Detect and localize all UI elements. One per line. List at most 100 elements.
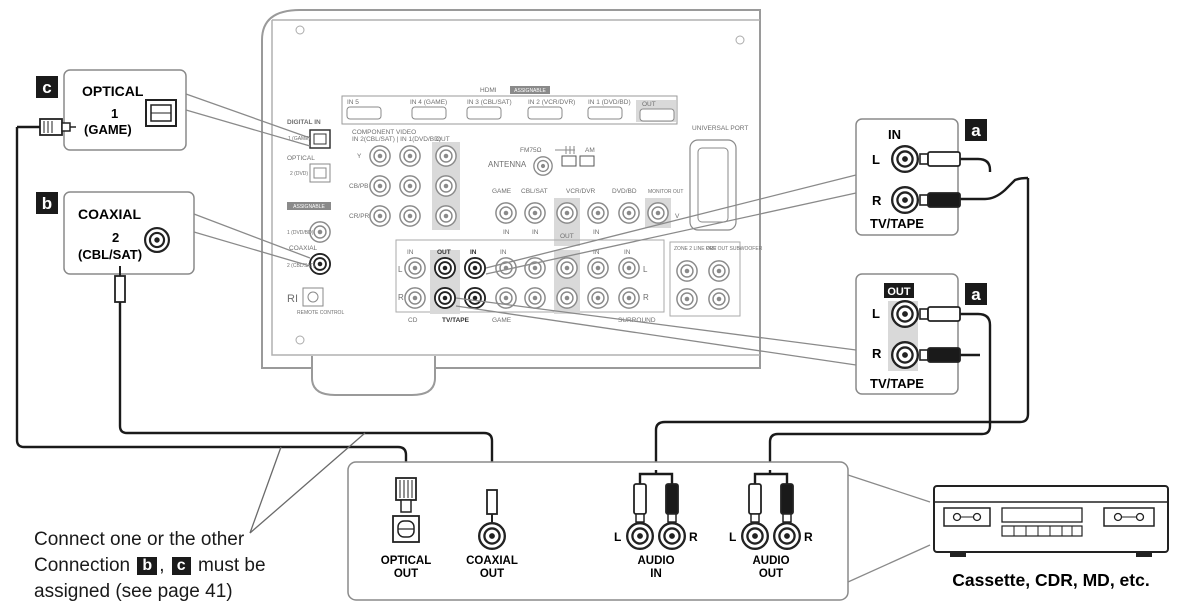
in-callout-left: L	[872, 152, 880, 167]
out-callout-right: R	[872, 346, 882, 361]
video-vcrdvr-label: VCR/DVR	[566, 188, 596, 195]
video-v-label: V	[675, 213, 680, 220]
note-badge-c: c	[171, 557, 191, 575]
audio-out-left: L	[729, 530, 736, 544]
component-cr-label: CR/PR	[349, 213, 370, 220]
am-label: AM	[585, 147, 595, 154]
hdmi-in1-label: IN 1 (DVD/BD)	[588, 99, 631, 106]
recorder-rear-panel: OPTICAL OUT COAXIAL OUT L R AUDIO IN	[347, 461, 931, 601]
digital-in-label: DIGITAL IN	[287, 119, 321, 126]
audio-surround-label: SURROUND	[618, 317, 656, 324]
optical-callout: OPTICAL 1 (GAME)	[63, 69, 187, 151]
component-y-label: Y	[357, 153, 362, 160]
cables	[15, 127, 1030, 490]
digital-game-label: 1 (GAME)	[288, 136, 311, 142]
audio-game-label: GAME	[492, 317, 512, 324]
coaxial-label: COAXIAL	[289, 245, 318, 252]
remote-control-label: REMOTE CONTROL	[297, 310, 344, 316]
audio-l-label-right: L	[643, 265, 648, 274]
coaxial-callout-title: COAXIAL	[78, 206, 141, 222]
component-inputs-label: IN 2(CBL/SAT) | IN 1(DVD/BD)	[352, 136, 441, 143]
coaxial-jack-icon	[144, 227, 170, 253]
in-callout: IN L R TV/TAPE	[855, 118, 961, 236]
video-out-label: OUT	[560, 233, 574, 240]
video-cblsat-label: CBL/SAT	[521, 188, 548, 195]
fm-label: FM75Ω	[520, 147, 542, 154]
video-in-label-3: IN	[593, 229, 600, 236]
hdmi-assignable-label: ASSIGNABLE	[514, 88, 546, 94]
coaxial-out-port	[478, 489, 506, 550]
audio-out-right: R	[804, 530, 813, 544]
badge-a-in: a	[965, 119, 987, 141]
zone2-label: ZONE 2 LINE OUT	[674, 246, 717, 252]
optical-out-port	[392, 477, 420, 543]
connection-note: Connect one or the other Connection b, c…	[34, 527, 266, 605]
audio-l-label: L	[398, 265, 403, 274]
audio-r-label-right: R	[643, 293, 649, 302]
audio-dvd-in-label: IN	[624, 249, 631, 256]
out-callout-left: L	[872, 306, 880, 321]
svg-text:a: a	[971, 285, 981, 304]
audio-in-right: R	[689, 530, 698, 544]
note-line-1: Connect one or the other	[34, 529, 245, 550]
note-badge-b: b	[137, 557, 158, 575]
component-video-label: COMPONENT VIDEO	[352, 129, 416, 136]
audio-r-label: R	[398, 293, 404, 302]
preout-label: PRE OUT SUBWOOFER	[706, 246, 763, 252]
note-line-2-pre: Connection	[34, 555, 131, 576]
digital-optical-label: OPTICAL	[287, 155, 315, 162]
audio-in-left: L	[614, 530, 621, 544]
optical-plug-left-icon	[17, 118, 76, 136]
badge-b: b	[36, 192, 58, 214]
audio-cd-label: CD	[408, 317, 418, 324]
component-out-label: OUT	[436, 136, 450, 143]
video-dvdbd-label: DVD/BD	[612, 188, 637, 195]
coaxial-plug-icon	[114, 266, 126, 303]
callout-leader-lines	[185, 93, 857, 366]
audio-tvtape-out-label: OUT	[437, 249, 451, 256]
audio-tvtape-label: TV/TAPE	[442, 317, 470, 324]
in-callout-title: IN	[888, 127, 901, 142]
svg-text:a: a	[971, 121, 981, 140]
svg-text:b: b	[42, 194, 52, 213]
hdmi-in2-label: IN 2 (VCR/DVR)	[528, 99, 575, 106]
cassette-deck-icon	[933, 485, 1169, 557]
note-line-2: Connection b, c must be	[34, 553, 266, 579]
optical-callout-number: 1	[111, 106, 118, 121]
video-in-label-2: IN	[532, 229, 539, 236]
coaxial-callout-input: (CBL/SAT)	[78, 247, 142, 262]
hdmi-out-label: OUT	[642, 101, 656, 108]
audio-in-label-1: AUDIO	[637, 555, 674, 567]
badge-c: c	[36, 76, 58, 98]
hdmi-ports	[346, 100, 676, 122]
optical-callout-input: (GAME)	[84, 122, 132, 137]
optical-callout-title: OPTICAL	[82, 83, 144, 99]
digital-assignable-label: ASSIGNABLE	[293, 204, 325, 210]
out-callout: OUT L R TV/TAPE	[855, 273, 961, 395]
coax-dvd-label: 1 (DVD/BD)	[287, 230, 314, 236]
audio-in-ports	[626, 470, 686, 550]
note-line-3: assigned (see page 41)	[34, 581, 233, 602]
component-cb-label: CB/PB	[349, 183, 369, 190]
svg-text:c: c	[42, 78, 51, 97]
coaxial-callout: COAXIAL 2 (CBL/SAT)	[63, 191, 195, 275]
audio-in-label-2: IN	[650, 568, 662, 580]
optical-out-label-2: OUT	[394, 568, 418, 580]
out-callout-title: OUT	[887, 286, 911, 298]
digital-dvd-label: 2 (DVD)	[290, 171, 308, 177]
note-line-2-post: must be	[197, 555, 266, 576]
video-game-label: GAME	[492, 188, 512, 195]
receiver-rear-panel: HDMI ASSIGNABLE IN 5 IN 4 (GAME) IN 3 (C…	[261, 9, 763, 396]
ri-label: RI	[287, 293, 298, 305]
hdmi-in4-label: IN 4 (GAME)	[410, 99, 447, 106]
coaxial-out-label-2: OUT	[480, 568, 504, 580]
note-line-2-sep: ,	[159, 555, 165, 576]
coaxial-callout-number: 2	[112, 230, 119, 245]
optical-out-label-1: OPTICAL	[381, 555, 431, 567]
component-jacks	[369, 145, 457, 227]
antenna-label: ANTENNA	[488, 160, 527, 169]
audio-out-label-2: OUT	[759, 568, 783, 580]
coax-cbl-label: 2 (CBL/SAT)	[287, 263, 315, 269]
video-monitor-label: MONITOR OUT	[648, 189, 683, 195]
